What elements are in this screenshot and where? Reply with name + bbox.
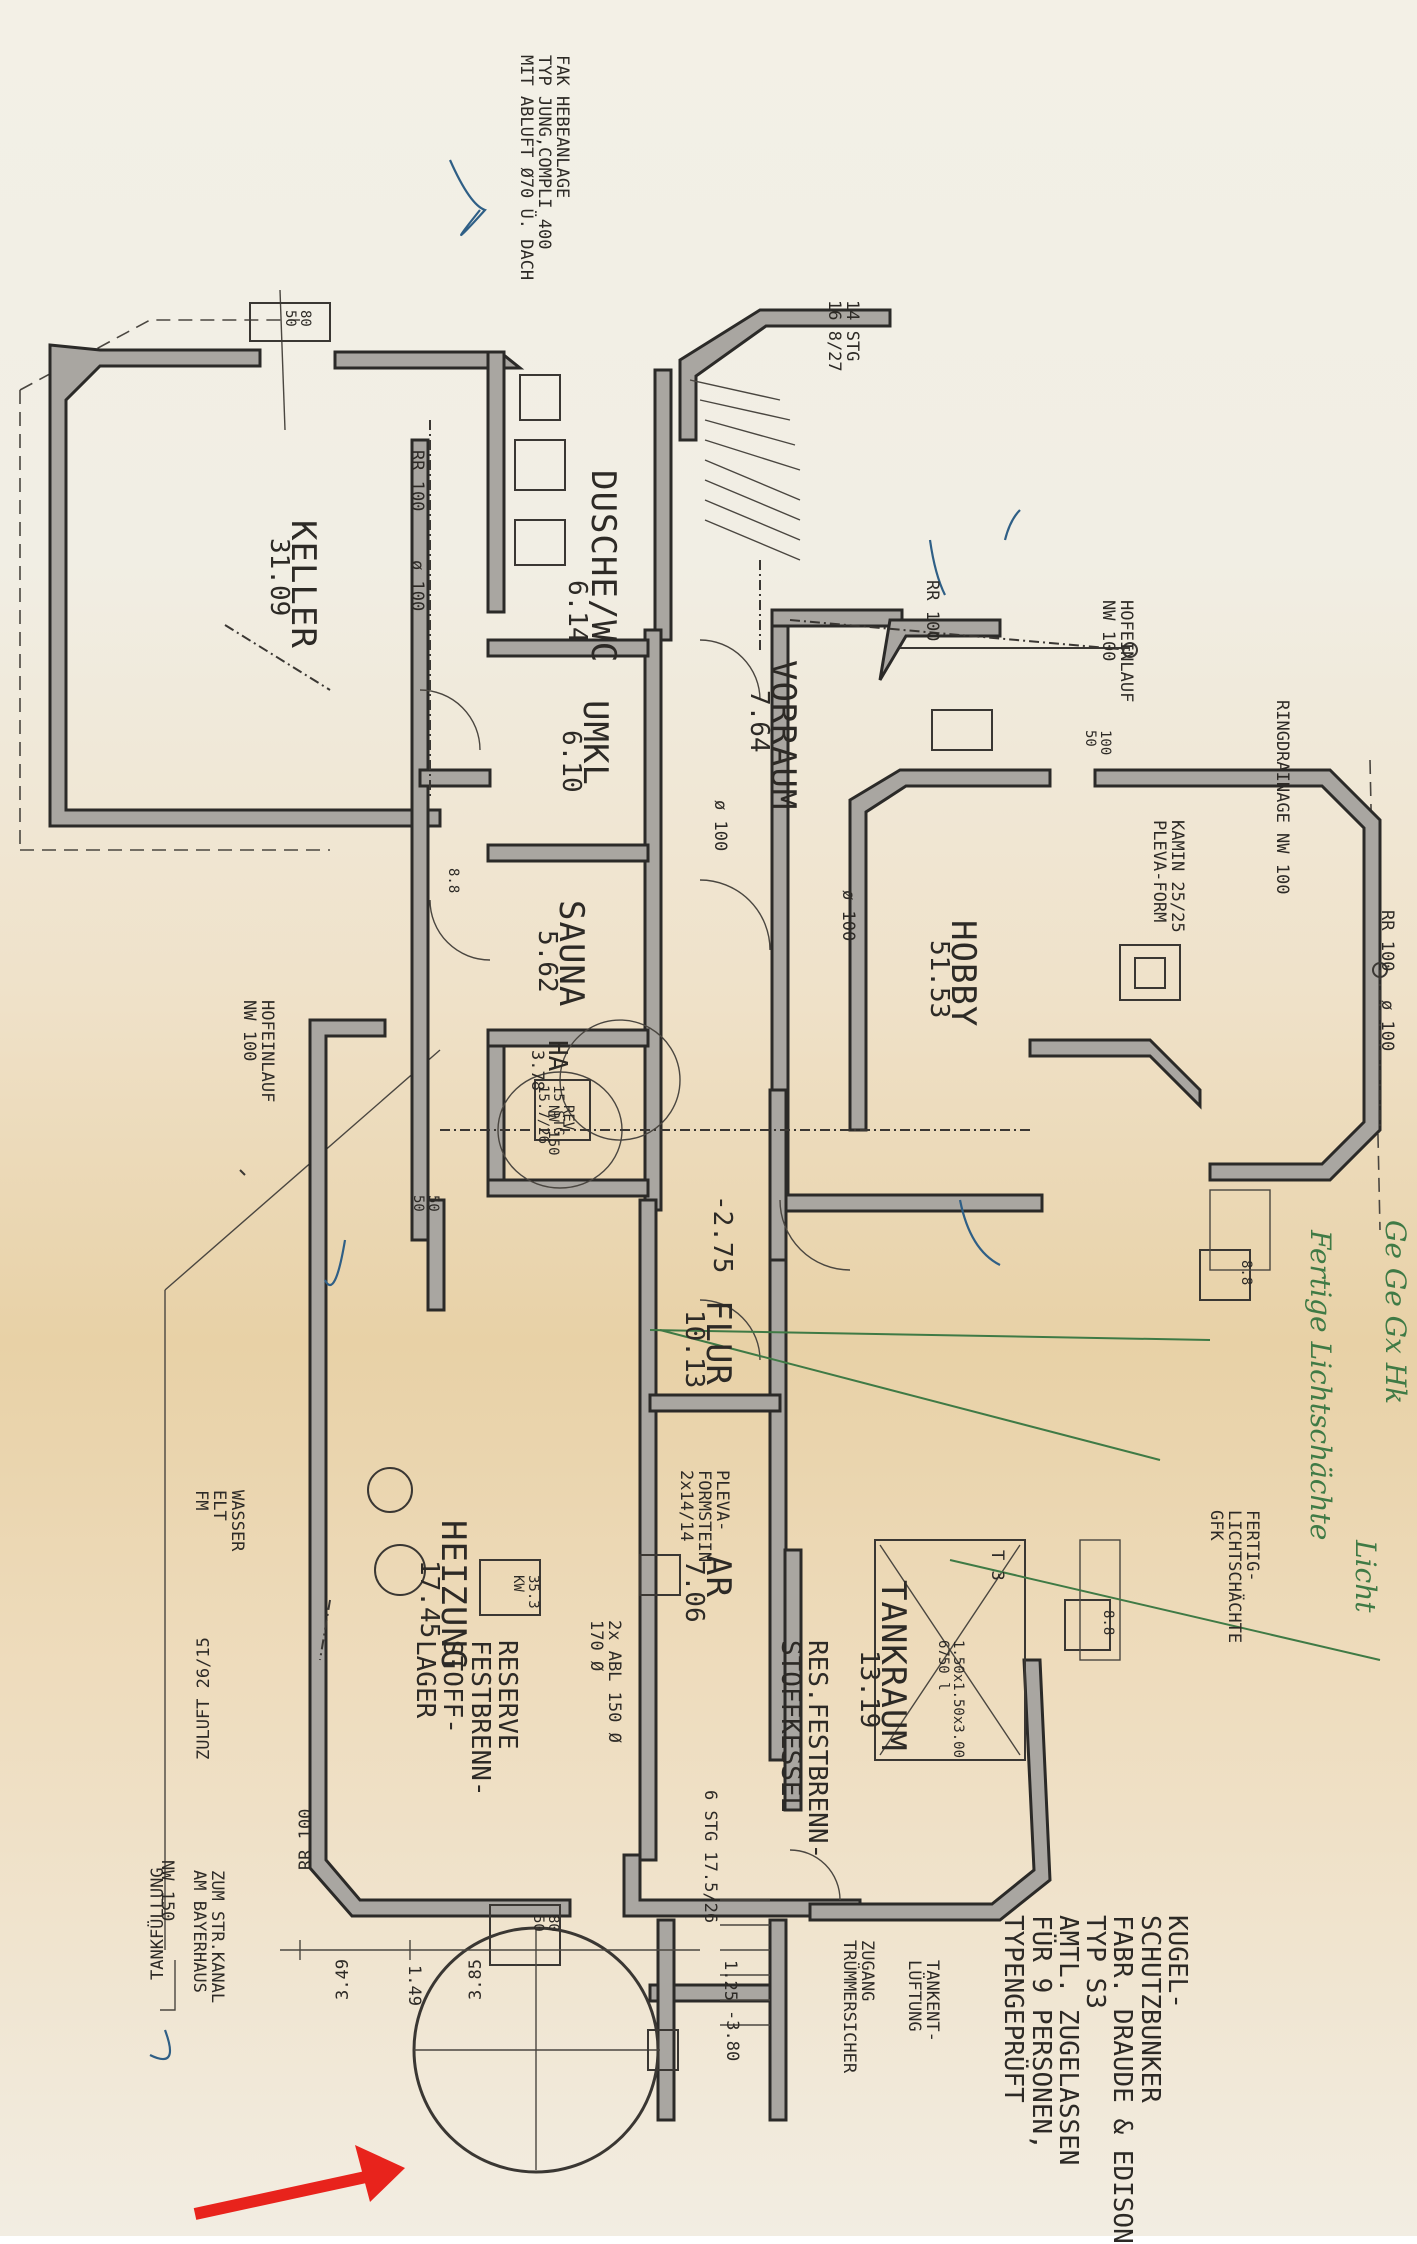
red-arrow [193,2145,405,2220]
note-box-88-a: 8.8 [445,868,461,894]
construction-lines [19,289,1381,1950]
note-dim-385: 3.85 [466,1959,486,2000]
note-bunker: KUGEL- SCHUTZBUNKER FABR. DRAUDE & EDISO… [998,1915,1192,2244]
note-box-80-50-bottom: 80 50 [530,1915,561,1932]
vent-box-top [249,302,331,342]
note-hofeinlauf-left: HOFEINLAUF NW 100 [239,1000,277,1103]
note-d100-b: ø 100 [710,800,730,852]
drain-pipes [224,420,1388,1661]
pen-marks [149,159,1381,2061]
note-kamin: KAMIN 25/25 PLEVA-FORM [1149,820,1187,933]
handwritten-note-1: Fertige Lichtschächte [1304,1230,1337,1541]
note-stg-low: 6 STG 17.5/26 [700,1790,720,1924]
room-sauna-area: 5.62 [532,930,562,993]
note-kessel-kw: 35.3 KW [510,1575,541,1609]
note-nw150: NW 150 [157,1860,177,1922]
kamin-chimney [1119,944,1181,1001]
room-vorraum-area: 7.64 [744,690,774,753]
note-box-88-b: 8.8 [1100,1610,1116,1636]
room-hobby-area: 51.53 [924,940,954,1019]
note-lvl-380: -3.80 [722,2010,742,2062]
bunker-sphere [412,1926,679,2174]
note-dim-149: 1.49 [404,1965,424,2006]
keller-walls [48,302,525,828]
note-rr100-c: RR 100 [1377,910,1397,972]
note-dim-125: 1.25 [720,1960,740,2001]
note-plevaform: PLEVA- FORMSTEIN 2x14/14 [676,1470,732,1563]
note-zuluft: ZULUFT 26/15 [194,1637,214,1760]
note-rr100-a: RR 100 [407,450,427,512]
note-abl: 2x ABL 150 Ø 170 Ø [586,1620,624,1743]
room-keller-area: 31.09 [264,538,294,617]
note-rr100-b: RR 100 [922,580,942,642]
oil-tank [874,1539,1026,1761]
note-d100-c: ø 100 [838,890,858,942]
room-umkl-area: 6.10 [556,730,586,793]
note-box-88-c: 8.8 [1238,1260,1254,1286]
note-rr100-d: RR 100 [296,1808,316,1870]
inner-walls [308,308,1382,2122]
fixtures [367,374,1251,1966]
room-dusche-area: 6.14 [562,580,592,643]
note-strkanal: ZUM STR.KANAL AM BAYERHAUS [189,1870,227,2004]
room-heizung-area: 17.45 [414,1560,444,1639]
flur-level: -2.75 [707,1195,737,1274]
note-wasser: WASSER ELT FM [191,1490,247,1552]
note-box-80-50-top: 80 50 [282,310,313,327]
room-tankraum-area: 13.19 [854,1650,884,1729]
note-stg-top: 14 STG 16.8/27 [824,300,862,372]
note-hw-100: ø 100 [1377,1000,1397,1052]
note-grid-t3: T 3 [987,1550,1007,1581]
note-tankentlueftung: TANKENT- LÜFTUNG [904,1960,942,2042]
note-hofeinlauf-right: HOFEINLAUF NW 100 [1098,600,1136,703]
dimension-lines [160,1940,700,2011]
room-res-festbrenn: RES.FESTBRENN- STOFFKESSEL [774,1640,832,1860]
note-d100-a: ø 100 [407,560,427,612]
note-rev-nw: REV NW 150 [545,1105,576,1156]
note-dim-349: 3.49 [333,1959,353,2000]
room-ar-area: 7.06 [679,1560,709,1623]
note-box-50-50: 50 50 [410,1195,441,1212]
note-tank-dim: 1.50x1.50x3.00 6750 l [935,1640,966,1759]
handwritten-note-2: Licht [1349,1540,1382,1613]
note-hebeanlage: FAK HEBEANLAGE TYP JUNG,COMPLI 400 MIT A… [516,55,572,281]
room-reserve: RESERVE FESTBRENN- STOFF- LAGER [410,1640,522,1797]
room-flur-area: 10.13 [679,1310,709,1389]
handwritten-note-3: Ge Ge Gx Hk [1379,1220,1412,1405]
note-ringdrainage: RINGDRAINAGE NW 100 [1272,700,1292,895]
note-box-100-50: 100 50 [1082,730,1113,756]
note-fertig: FERTIG- LICHTSCHÄCHTE GFK [1206,1510,1262,1644]
door-swings [419,639,851,1901]
note-zugang: ZUGANG TRÜMMERSICHER [839,1940,877,2074]
